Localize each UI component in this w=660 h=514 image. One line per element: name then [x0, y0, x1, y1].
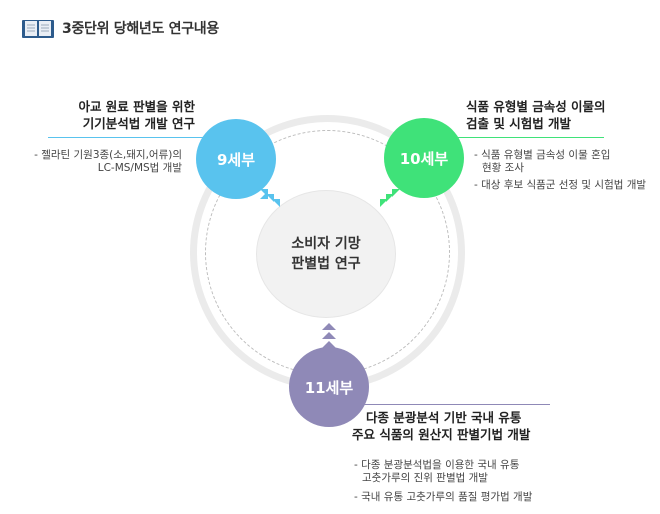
unit-10-heading-1: 식품 유형별 금속성 이물의 [466, 99, 606, 114]
unit-9-desc-2: LC-MS/MS법 개발 [97, 162, 182, 174]
page-header: 3중단위 당해년도 연구내용 [22, 16, 219, 40]
unit-9-desc-1: - 젤라틴 기원3종(소,돼지,어류)의 [34, 149, 182, 161]
unit-9-heading-2: 기기분석법 개발 연구 [82, 116, 195, 131]
unit-10-desc-2: - 대상 후보 식품군 선정 및 시험법 개발 [474, 179, 647, 191]
unit-11-label: 11세부 [304, 378, 354, 397]
center-line-1: 소비자 기망 [291, 236, 361, 252]
unit-10-heading-2: 검출 및 시험법 개발 [466, 116, 572, 131]
unit-9-bubble: 9세부 [196, 119, 276, 199]
u11-underline [350, 404, 550, 405]
book-icon [22, 20, 54, 38]
unit-10-desc-1a: - 식품 유형별 금속성 이물 혼입 [474, 149, 611, 161]
unit-10-desc: - 식품 유형별 금속성 이물 혼입 현황 조사 - 대상 후보 식품군 선정 … [474, 149, 660, 192]
arrow-11-to-center [322, 323, 336, 348]
unit-9-heading-1: 아교 원료 판별을 위한 [78, 99, 195, 114]
page-title: 3중단위 당해년도 연구내용 [62, 21, 219, 37]
unit-10-label: 10세부 [399, 149, 449, 168]
unit-11-heading-1: 다종 분광분석 기반 국내 유통 [366, 410, 522, 425]
unit-11-heading-2: 주요 식품의 원산지 판별기법 개발 [352, 427, 531, 442]
center-line-2: 판별법 연구 [291, 256, 361, 272]
unit-9-label: 9세부 [216, 150, 256, 169]
unit-11-bubble: 11세부 [289, 347, 369, 427]
unit-10-heading: 식품 유형별 금속성 이물의 검출 및 시험법 개발 [466, 98, 646, 132]
unit-9-heading: 아교 원료 판별을 위한 기기분석법 개발 연구 [40, 98, 195, 132]
unit-11-desc-1b: 고춧가루의 진위 판별법 개발 [362, 472, 488, 484]
unit-9-desc: - 젤라틴 기원3종(소,돼지,어류)의 LC-MS/MS법 개발 [10, 149, 182, 175]
unit-11-desc-2: - 국내 유통 고춧가루의 품질 평가법 개발 [354, 491, 533, 503]
unit-11-heading: 다종 분광분석 기반 국내 유통 주요 식품의 원산지 판별기법 개발 [352, 409, 582, 443]
u9-underline [48, 137, 218, 138]
unit-11-desc: - 다종 분광분석법을 이용한 국내 유통 고춧가루의 진위 판별법 개발 - … [354, 459, 594, 504]
arrow-10-to-center [380, 189, 400, 207]
center-circle: 소비자 기망 판별법 연구 [256, 190, 396, 318]
u10-underline [440, 137, 604, 138]
unit-10-desc-1b: 현황 조사 [482, 162, 524, 174]
unit-10-bubble: 10세부 [384, 118, 464, 198]
unit-11-desc-1a: - 다종 분광분석법을 이용한 국내 유통 [354, 459, 520, 471]
arrow-9-to-center [260, 189, 280, 207]
